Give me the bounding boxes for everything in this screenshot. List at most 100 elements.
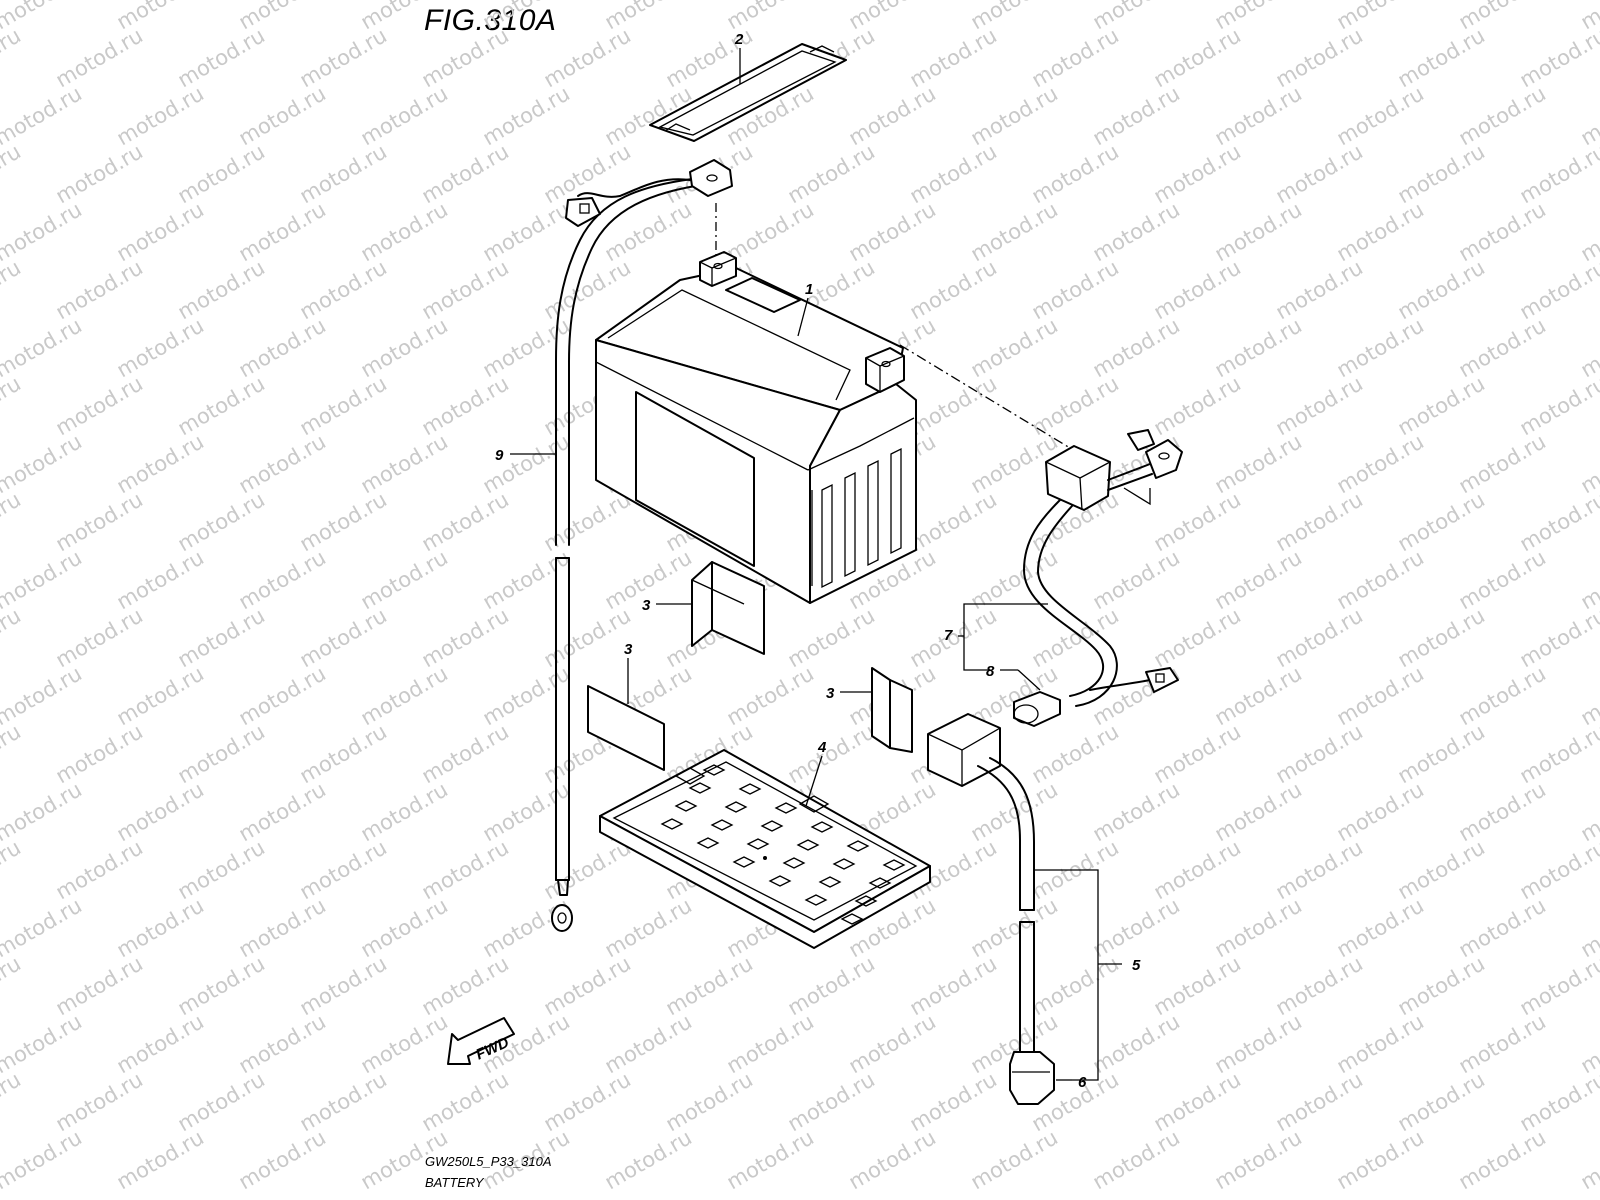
watermark-text: motod.ru xyxy=(296,1067,391,1136)
watermark-text: motod.ru xyxy=(540,255,635,324)
watermark-text: motod.ru xyxy=(1150,487,1245,556)
watermark-text: motod.ru xyxy=(357,313,452,382)
watermark-text: motod.ru xyxy=(1089,1009,1184,1078)
watermark-text: motod.ru xyxy=(1150,603,1245,672)
watermark-text: motod.ru xyxy=(906,255,1001,324)
watermark-text: motod.ru xyxy=(906,603,1001,672)
watermark-text: motod.ru xyxy=(1333,81,1428,150)
watermark-text: motod.ru xyxy=(0,719,25,788)
watermark-text: motod.ru xyxy=(1211,893,1306,962)
watermark-text: motod.ru xyxy=(113,545,208,614)
watermark-text: motod.ru xyxy=(723,1009,818,1078)
svg-text:1: 1 xyxy=(805,281,813,298)
tray-slot xyxy=(840,913,864,925)
watermark-text: motod.ru xyxy=(1272,603,1367,672)
watermark-text: motod.ru xyxy=(0,603,25,672)
tray-slot xyxy=(696,837,720,849)
callout-3b: 3 xyxy=(624,641,633,704)
svg-text:3: 3 xyxy=(624,641,633,658)
watermark-text: motod.ru xyxy=(174,951,269,1020)
callout-4: 4 xyxy=(805,739,827,807)
watermark-text: motod.ru xyxy=(0,487,25,556)
callout-5: 5 xyxy=(1034,869,1141,1081)
watermark-text: motod.ru xyxy=(906,23,1001,92)
watermark-text: motod.ru xyxy=(52,487,147,556)
watermark-text: motod.ru xyxy=(296,835,391,904)
watermark-text: motod.ru xyxy=(113,1009,208,1078)
watermark-text: motod.ru xyxy=(418,371,513,440)
watermark-text: motod.ru xyxy=(601,197,696,266)
watermark-text: motod.ru xyxy=(1211,81,1306,150)
watermark-text: motod.ru xyxy=(1028,603,1123,672)
watermark-text: motod.ru xyxy=(906,139,1001,208)
watermark-text: motod.ru xyxy=(52,603,147,672)
tray-slot xyxy=(854,895,878,907)
watermark-text: motod.ru xyxy=(174,1067,269,1136)
watermark-text: motod.ru xyxy=(1516,139,1600,208)
tray-slot xyxy=(710,819,734,831)
watermark-text: motod.ru xyxy=(0,1067,25,1136)
watermark-text: motod.ru xyxy=(906,487,1001,556)
tray-slot xyxy=(738,783,762,795)
tray-slot xyxy=(660,818,684,830)
watermark-text: motod.ru xyxy=(0,139,25,208)
watermark-text: motod.ru xyxy=(1272,1067,1367,1136)
watermark-text: motod.ru xyxy=(784,719,879,788)
tray-slot xyxy=(774,802,798,814)
watermark-text: motod.ru xyxy=(1394,1067,1489,1136)
svg-text:3: 3 xyxy=(642,597,651,614)
watermark-text: motod.ru xyxy=(418,487,513,556)
watermark-text: motod.ru xyxy=(113,197,208,266)
watermark-text: motod.ru xyxy=(1394,951,1489,1020)
watermark-text: motod.ru xyxy=(296,487,391,556)
watermark-text: motod.ru xyxy=(1577,1125,1600,1194)
watermark-text: motod.ru xyxy=(357,429,452,498)
tray-slot xyxy=(846,840,870,852)
watermark-text: motod.ru xyxy=(357,81,452,150)
part-8-cover xyxy=(1013,691,1061,727)
watermark-text: motod.ru xyxy=(1455,197,1550,266)
figure-code: GW250L5_P33_310A xyxy=(425,1154,552,1169)
watermark-text: motod.ru xyxy=(0,371,25,440)
watermark-text: motod.ru xyxy=(540,23,635,92)
svg-text:6: 6 xyxy=(1078,1074,1087,1091)
watermark-text: motod.ru xyxy=(784,1067,879,1136)
watermark-text: motod.ru xyxy=(1272,951,1367,1020)
watermark-text: motod.ru xyxy=(1394,719,1489,788)
callout-1: 1 xyxy=(797,281,813,337)
watermark-text: motod.ru xyxy=(296,255,391,324)
watermark-text: motod.ru xyxy=(1028,719,1123,788)
watermark-text: motod.ru xyxy=(1089,81,1184,150)
watermark-text: motod.ru xyxy=(1211,197,1306,266)
watermark-text: motod.ru xyxy=(174,371,269,440)
watermark-text: motod.ru xyxy=(418,719,513,788)
watermark-text: motod.ru xyxy=(1516,487,1600,556)
svg-text:9: 9 xyxy=(495,447,504,464)
watermark-text: motod.ru xyxy=(479,197,574,266)
watermark-text: motod.ru xyxy=(1089,893,1184,962)
watermark-text: motod.ru xyxy=(479,313,574,382)
watermark-text: motod.ru xyxy=(1455,777,1550,846)
watermark-text: motod.ru xyxy=(540,835,635,904)
watermark-text: motod.ru xyxy=(1394,603,1489,672)
watermark-text: motod.ru xyxy=(357,661,452,730)
watermark-text: motod.ru xyxy=(357,777,452,846)
watermark-text: motod.ru xyxy=(906,1067,1001,1136)
watermark-text: motod.ru xyxy=(296,719,391,788)
svg-text:3: 3 xyxy=(826,685,835,702)
watermark-text: motod.ru xyxy=(174,719,269,788)
watermark-text: motod.ru xyxy=(418,23,513,92)
watermark-text: motod.ru xyxy=(296,23,391,92)
watermark-text: motod.ru xyxy=(113,893,208,962)
watermark-text: motod.ru xyxy=(418,603,513,672)
watermark-text: motod.ru xyxy=(540,951,635,1020)
watermark-text: motod.ru xyxy=(0,23,25,92)
watermark-text: motod.ru xyxy=(1150,719,1245,788)
watermark-text: motod.ru xyxy=(662,1067,757,1136)
watermark-text: motod.ru xyxy=(1333,777,1428,846)
part-9-battery-minus-lead xyxy=(551,159,733,932)
watermark-text: motod.ru xyxy=(296,139,391,208)
watermark-text: motod.ru xyxy=(296,603,391,672)
watermark-text: motod.ru xyxy=(52,1067,147,1136)
